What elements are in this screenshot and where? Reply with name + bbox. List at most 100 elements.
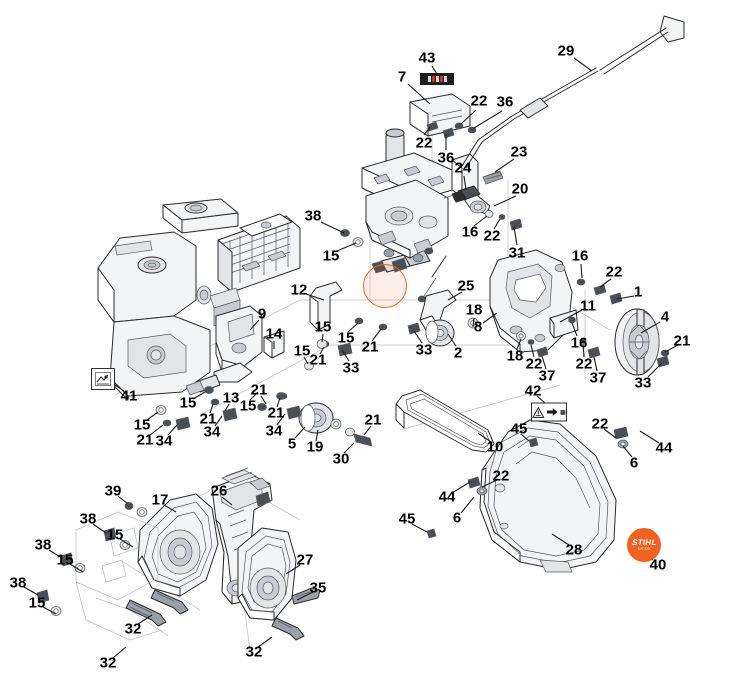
callout-label-45: 45 <box>510 420 528 438</box>
leader-line-37 <box>593 356 598 372</box>
leader-line-42 <box>536 395 546 404</box>
leader-line-34 <box>276 413 286 426</box>
leader-line-26 <box>221 496 233 506</box>
leader-line-10 <box>477 432 492 443</box>
callout-label-15: 15 <box>28 594 46 612</box>
callout-label-7: 7 <box>397 68 407 86</box>
leader-line-7 <box>407 83 431 105</box>
leader-line-17 <box>163 504 177 513</box>
leader-line-38 <box>48 549 63 559</box>
leader-line-16 <box>571 322 578 337</box>
callout-label-12: 12 <box>290 281 308 299</box>
leader-line-33 <box>413 330 423 344</box>
leader-line-15 <box>336 242 357 252</box>
callout-leader-lines <box>23 57 679 659</box>
callout-label-34: 34 <box>265 422 283 440</box>
leader-line-22 <box>493 218 501 230</box>
leader-line-43 <box>431 65 438 75</box>
leader-line-4 <box>640 321 661 334</box>
transmission-housing <box>361 93 471 263</box>
callout-label-22: 22 <box>575 355 593 373</box>
callout-label-40: 40 <box>649 556 667 574</box>
leader-line-22 <box>530 344 535 358</box>
tine-gearbox-assembly <box>36 467 321 641</box>
leader-line-44 <box>451 481 471 494</box>
callout-label-22: 22 <box>605 263 623 281</box>
callout-label-21: 21 <box>309 351 327 369</box>
callout-label-33: 33 <box>634 374 652 392</box>
callout-label-42: 42 <box>524 382 542 400</box>
callout-label-10: 10 <box>486 438 504 456</box>
callout-label-32: 32 <box>124 620 142 638</box>
callout-label-15: 15 <box>239 397 257 415</box>
leader-line-38 <box>92 523 107 534</box>
callout-label-25: 25 <box>457 277 475 295</box>
roller-5-19 <box>298 402 373 447</box>
leader-line-36 <box>473 110 503 129</box>
small-square-icon <box>560 409 566 415</box>
leader-line-1 <box>616 295 635 300</box>
callout-label-22: 22 <box>483 227 501 245</box>
leader-line-5 <box>294 426 306 439</box>
leader-line-2 <box>447 333 457 347</box>
leader-line-9 <box>249 319 260 331</box>
callout-label-20: 20 <box>511 180 529 198</box>
leader-line-32 <box>112 646 127 659</box>
callout-label-19: 19 <box>306 438 324 456</box>
callout-label-15: 15 <box>133 416 151 434</box>
decal-41-icon <box>95 372 111 386</box>
callout-label-22: 22 <box>415 134 433 152</box>
leader-line-32 <box>257 636 273 648</box>
leader-line-30 <box>343 442 355 454</box>
leader-line-22 <box>481 479 498 488</box>
part-12-linkage-rod <box>309 281 343 331</box>
leader-line-35 <box>296 591 314 601</box>
leader-line-15 <box>42 606 57 615</box>
decal-41-pictogram <box>91 368 115 390</box>
callout-label-16: 16 <box>571 247 589 265</box>
callout-label-22: 22 <box>591 415 609 433</box>
callout-label-15: 15 <box>106 526 124 544</box>
leader-line-16 <box>473 215 488 227</box>
leader-line-37 <box>541 355 547 370</box>
callout-label-38: 38 <box>79 510 97 528</box>
callout-label-37: 37 <box>538 367 556 385</box>
callout-label-34: 34 <box>203 423 221 441</box>
callout-label-36: 36 <box>496 93 514 111</box>
leader-line-33 <box>647 362 663 378</box>
stihl-wordmark: STIHL <box>630 537 658 547</box>
leader-line-23 <box>494 158 515 173</box>
leader-line-32 <box>137 614 153 625</box>
leader-line-22 <box>460 109 477 125</box>
decal-43-mark-red <box>431 76 435 82</box>
leader-line-22 <box>582 343 585 358</box>
leader-line-15 <box>192 391 206 400</box>
leader-line-20 <box>493 195 517 207</box>
callout-label-21: 21 <box>673 332 691 350</box>
leader-line-21 <box>371 328 382 342</box>
leader-line-6 <box>460 496 475 514</box>
leader-line-33 <box>341 349 350 362</box>
callout-label-21: 21 <box>250 381 268 399</box>
decal-43-mark <box>427 76 431 82</box>
callout-label-38: 38 <box>9 574 27 592</box>
drive-belt-10 <box>395 389 495 453</box>
callout-label-21: 21 <box>267 404 285 422</box>
leader-line-16 <box>580 263 583 279</box>
leader-line-34 <box>167 424 178 436</box>
callout-label-35: 35 <box>309 579 327 597</box>
leader-line-21 <box>319 346 325 355</box>
leader-line-8 <box>482 312 498 324</box>
callout-label-1: 1 <box>633 283 643 301</box>
callout-label-30: 30 <box>332 450 350 468</box>
callout-label-37: 37 <box>589 369 607 387</box>
leader-line-15 <box>347 322 359 333</box>
callout-label-31: 31 <box>508 244 526 262</box>
callout-label-16: 16 <box>570 334 588 352</box>
leader-line-19 <box>315 429 319 442</box>
leader-line-11 <box>559 309 583 323</box>
leader-line-38 <box>23 586 39 596</box>
leader-line-15 <box>119 538 134 548</box>
callout-label-6: 6 <box>452 509 462 527</box>
